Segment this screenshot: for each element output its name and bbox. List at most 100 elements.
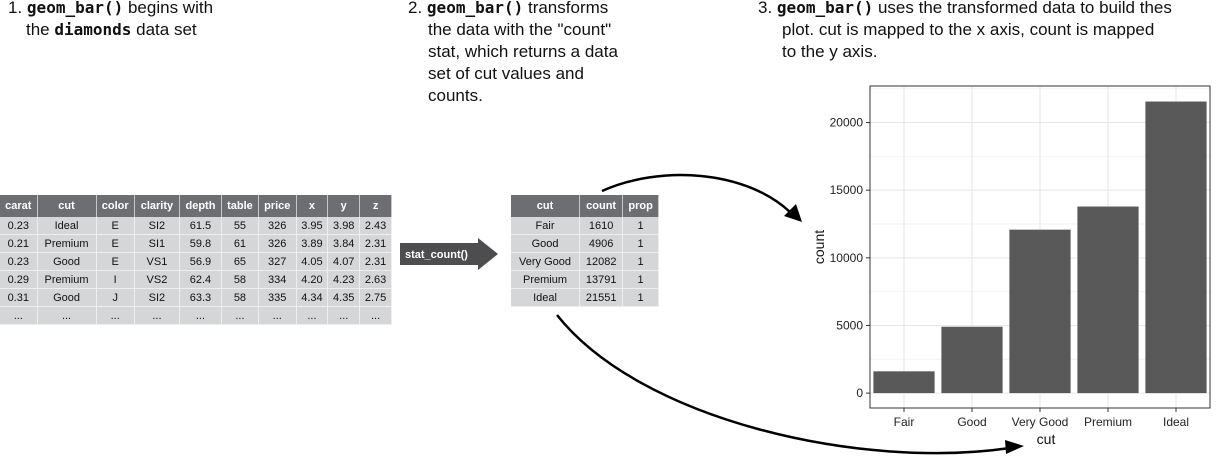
bar-premium: [1077, 206, 1139, 394]
step3-line: to the y axis.: [782, 42, 878, 61]
diamonds-cell: J: [96, 288, 135, 307]
diamonds-cell: 55: [221, 217, 259, 235]
bar-good: [941, 326, 1003, 394]
diamonds-cell: 65: [221, 252, 259, 271]
diamonds-cell: 2.43: [359, 217, 392, 235]
counts-cell: 1: [622, 288, 659, 307]
diamonds-cell: 58: [221, 288, 259, 307]
counts-header-cell: count: [579, 195, 624, 217]
counts-cell: 4906: [579, 234, 624, 253]
x-tick-label: Good: [957, 415, 986, 429]
diamonds-header-cell: table: [221, 195, 259, 217]
diamonds-cell: 58: [221, 270, 259, 289]
diamonds-cell: 4.35: [327, 288, 361, 307]
diamonds-header-cell: color: [96, 195, 135, 217]
step1-number: 1.: [8, 0, 23, 17]
y-tick-label: 0: [856, 386, 863, 400]
diamonds-header-cell: cut: [37, 195, 97, 217]
diamonds-cell: 0.31: [0, 288, 38, 307]
diamonds-header-cell: clarity: [134, 195, 180, 217]
counts-cell: 1: [622, 217, 659, 235]
step1-caption: 1. geom_bar() begins with the diamonds d…: [8, 0, 308, 41]
y-tick-label: 20000: [830, 116, 864, 130]
x-tick-label: Premium: [1084, 415, 1132, 429]
y-tick-label: 10000: [830, 251, 864, 265]
diamonds-cell: Premium: [37, 234, 97, 253]
x-tick-label: Fair: [894, 415, 915, 429]
diamonds-header-cell: depth: [179, 195, 222, 217]
diamonds-cell: 4.34: [296, 288, 329, 307]
counts-cell: Ideal: [511, 288, 581, 307]
counts-cell: Premium: [511, 270, 581, 289]
diamonds-cell: Premium: [37, 270, 97, 289]
diamonds-cell: SI2: [134, 288, 180, 307]
step2-line: the data with the "count": [428, 20, 612, 39]
step2-line: stat, which returns a data: [428, 42, 618, 61]
diamonds-cell: 0.23: [0, 252, 38, 271]
diamonds-cell: 61.5: [179, 217, 222, 235]
diamonds-cell: E: [96, 252, 135, 271]
diamonds-cell: 327: [258, 252, 297, 271]
diamonds-cell: 2.31: [359, 252, 392, 271]
diamonds-cell: Good: [37, 288, 97, 307]
diamonds-cell: ...: [327, 306, 361, 325]
diamonds-cell: 61: [221, 234, 259, 253]
diamonds-cell: 0.23: [0, 217, 38, 235]
y-axis-label: count: [811, 230, 827, 264]
step3-code: geom_bar(): [776, 0, 874, 17]
diamonds-cell: 334: [258, 270, 297, 289]
step3-number: 3.: [758, 0, 773, 17]
counts-header-cell: cut: [511, 195, 581, 217]
step3-line: plot. cut is mapped to the x axis, count…: [782, 20, 1155, 39]
diamonds-cell: ...: [179, 306, 222, 325]
diamonds-header-cell: carat: [0, 195, 38, 217]
diamonds-cell: Good: [37, 252, 97, 271]
diamonds-header-cell: price: [258, 195, 297, 217]
diamonds-header-cell: x: [296, 195, 329, 217]
diamonds-cell: SI1: [134, 234, 180, 253]
diamonds-cell: ...: [96, 306, 135, 325]
step2-text: transforms: [523, 0, 609, 17]
stat-arrow-shape: [400, 238, 498, 270]
counts-cell: 1: [622, 252, 659, 271]
diamonds-cell: ...: [0, 306, 38, 325]
step2-caption: 2. geom_bar() transforms the data with t…: [408, 0, 658, 107]
step2-number: 2.: [408, 0, 423, 17]
diamonds-cell: 3.98: [327, 217, 361, 235]
diamonds-cell: 4.07: [327, 252, 361, 271]
diamonds-cell: Ideal: [37, 217, 97, 235]
diamonds-cell: ...: [37, 306, 97, 325]
diamonds-cell: E: [96, 217, 135, 235]
diamonds-cell: 326: [258, 234, 297, 253]
diamonds-header-cell: z: [359, 195, 392, 217]
stat-count-label: stat_count(): [405, 249, 468, 261]
diamonds-cell: 62.4: [179, 270, 222, 289]
diamonds-cell: ...: [359, 306, 392, 325]
counts-cell: 13791: [579, 270, 624, 289]
diamonds-cell: 63.3: [179, 288, 222, 307]
diamonds-cell: 59.8: [179, 234, 222, 253]
bar-ideal: [1145, 101, 1207, 394]
diamonds-cell: SI2: [134, 217, 180, 235]
step1-text2a: the: [26, 20, 55, 39]
diamonds-header-cell: y: [327, 195, 361, 217]
diamonds-cell: 4.20: [296, 270, 329, 289]
diamonds-cell: 4.05: [296, 252, 329, 271]
counts-cell: Very Good: [511, 252, 581, 271]
y-tick-label: 5000: [836, 318, 863, 332]
diamonds-cell: 4.23: [327, 270, 361, 289]
diamonds-cell: 0.21: [0, 234, 38, 253]
counts-cell: 1: [622, 270, 659, 289]
step2-code: geom_bar(): [426, 0, 524, 17]
diamonds-cell: 3.95: [296, 217, 329, 235]
bar-very-good: [1009, 229, 1071, 394]
counts-cell: 12082: [579, 252, 624, 271]
